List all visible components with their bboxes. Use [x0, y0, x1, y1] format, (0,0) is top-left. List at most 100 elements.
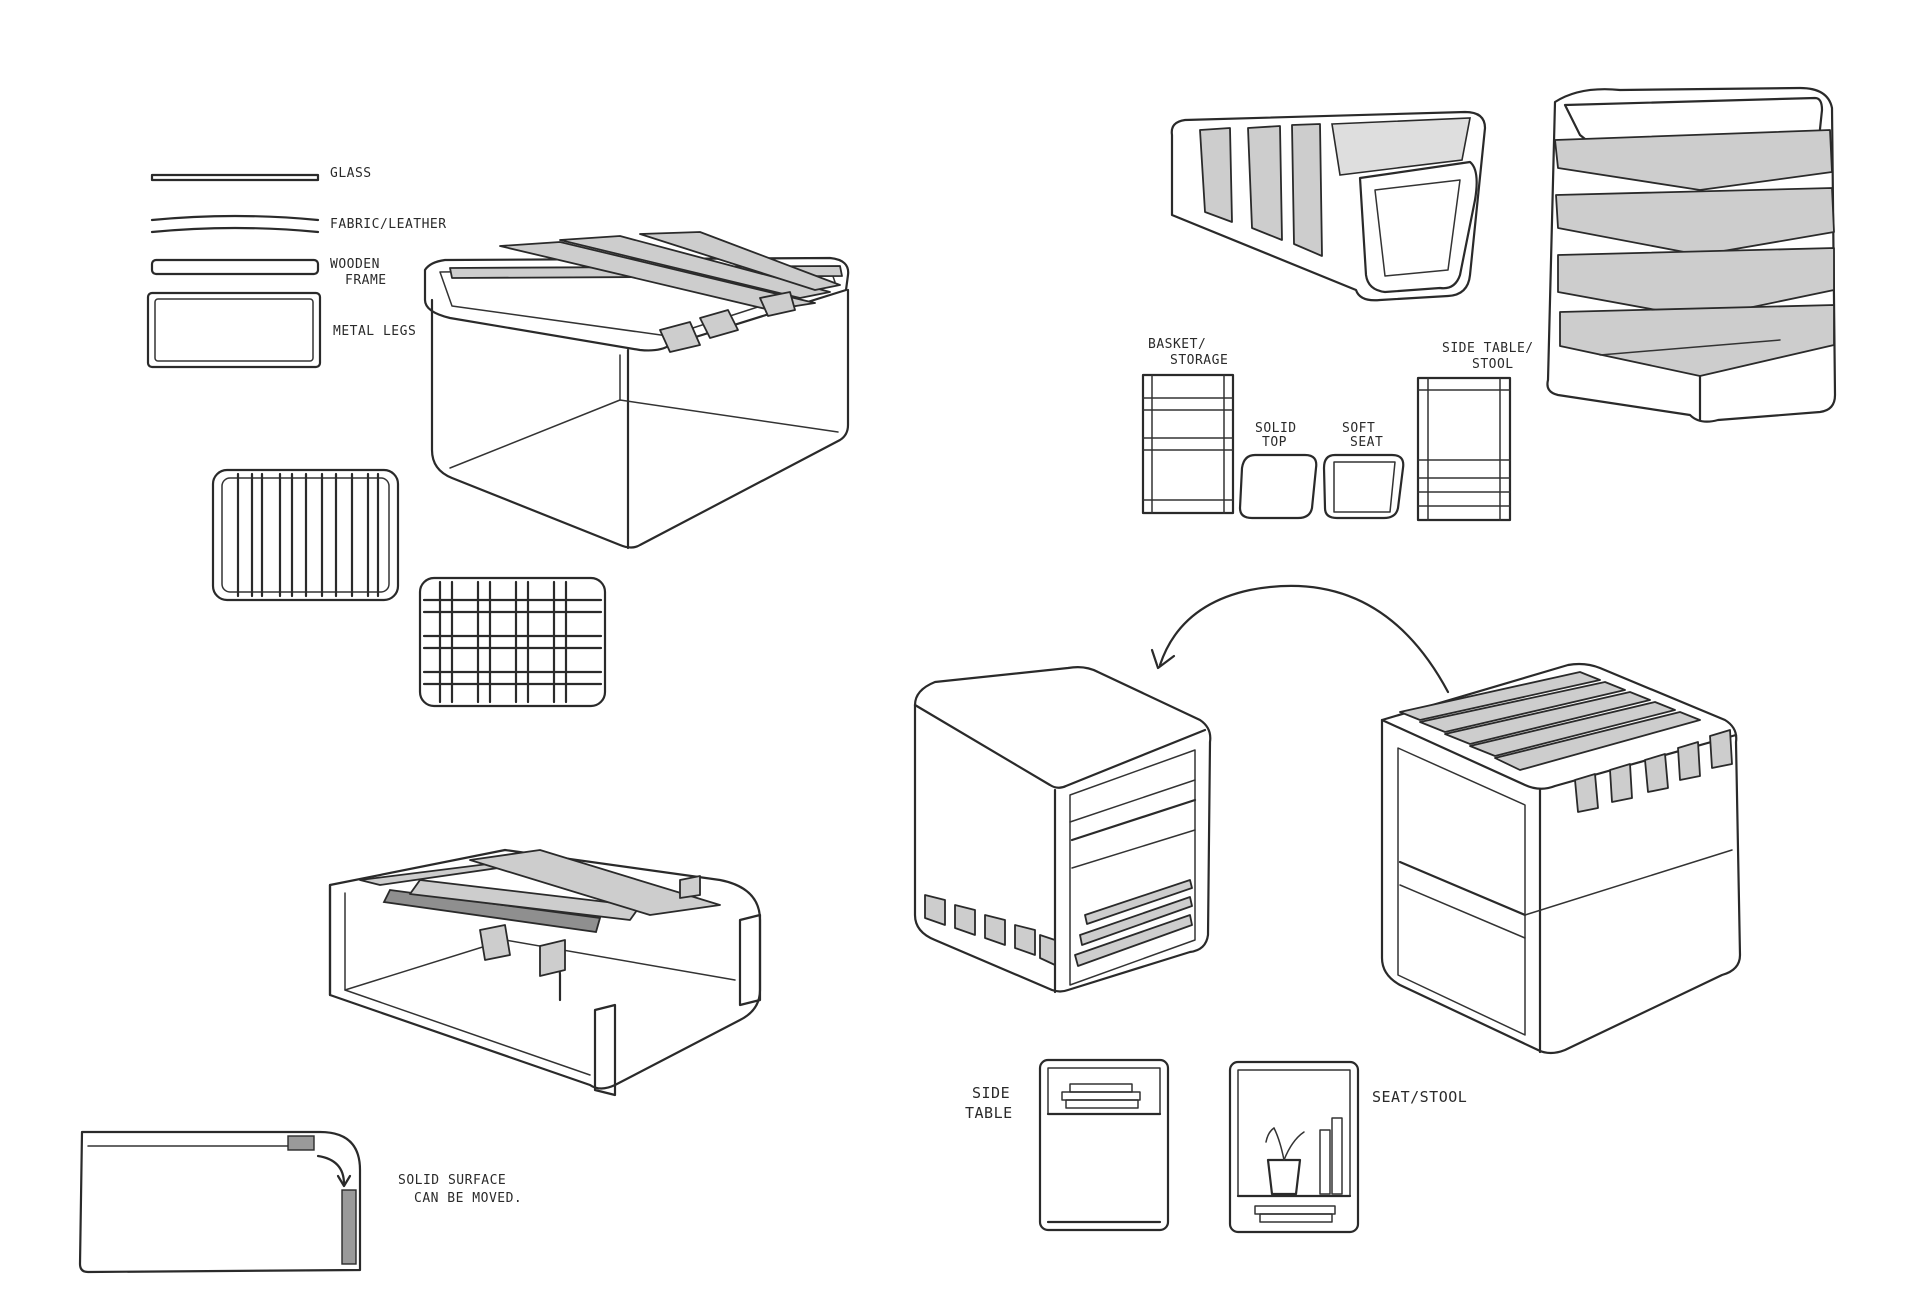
- legend-fabric-swatch-bottom: [150, 226, 320, 234]
- legend-metal-swatch-inner: [154, 298, 314, 362]
- tall-stool-strap: [1554, 129, 1833, 191]
- cube-strap-tab: [1014, 924, 1036, 956]
- cube-floor-strap: [1079, 896, 1193, 946]
- variant-elevations: BASKET/ STORAGE SOLID TOP SOFT SEAT SIDE…: [1141, 337, 1534, 522]
- cube-stool-strap: [1494, 711, 1701, 771]
- coffee-table-strap: [639, 231, 841, 291]
- book: [1259, 1213, 1333, 1223]
- cube-side-table-outline: [913, 666, 1212, 993]
- ottoman-strap: [1291, 123, 1323, 257]
- solid-surface-arrow: [316, 1154, 346, 1186]
- soft-seat-note-1: SOFT: [1342, 421, 1375, 436]
- cube-stool-strap-tab: [1709, 729, 1733, 769]
- solid-surface-hatch-top: [287, 1135, 315, 1151]
- coffee-table-wire-frame: [430, 288, 850, 549]
- plant-stem: [1283, 1131, 1305, 1161]
- cube-stool-shelf-lower: [1399, 884, 1526, 939]
- soft-seat-elevation: [1322, 453, 1405, 520]
- cube-floor-strap: [1074, 914, 1193, 967]
- side-table-elevation: [1038, 1058, 1170, 1232]
- legend-wood-label-1: WOODEN: [330, 257, 380, 272]
- material-legend: GLASS FABRIC/LEATHER WOODEN FRAME METAL …: [146, 166, 446, 369]
- basket-elevation: [1141, 373, 1235, 515]
- book: [1254, 1205, 1336, 1215]
- cube-stool-shelf-front: [1398, 860, 1527, 917]
- ottoman-lying-outline: [1170, 110, 1487, 302]
- ottoman-lying-sketch: [1170, 110, 1487, 302]
- cube-stool-strap-tab: [1574, 773, 1599, 813]
- cube-side-table-top-edge: [913, 703, 1207, 789]
- side-stool-note-2: STOOL: [1472, 357, 1514, 372]
- plant-pot: [1266, 1158, 1302, 1196]
- bench-side-panel: [738, 913, 762, 1007]
- cube-side-table-opening: [1069, 749, 1196, 986]
- legend-fabric-swatch-top: [150, 214, 320, 222]
- legend-wood-label-2: FRAME: [345, 273, 387, 288]
- side-table-compartment: [1047, 1067, 1161, 1115]
- ottoman-strap: [1247, 125, 1283, 241]
- solid-surface-arrowhead: [336, 1174, 352, 1188]
- cube-side-table-shelf-lower: [1071, 829, 1196, 869]
- book-upright: [1331, 1117, 1343, 1195]
- side-table-note-1: SIDE: [972, 1084, 1010, 1102]
- tall-stool-strap: [1559, 304, 1835, 377]
- bench-strap-end: [539, 939, 566, 977]
- tall-stool-shelf: [1599, 339, 1781, 356]
- cube-floor-strap: [1084, 879, 1193, 925]
- cube-stool-strap: [1444, 691, 1651, 745]
- book: [1061, 1091, 1141, 1101]
- cube-stool-strap: [1399, 671, 1601, 721]
- cube-strap-tab: [984, 914, 1006, 946]
- cube-stool-strap-tab: [1609, 763, 1633, 803]
- cube-strap-tab: [954, 904, 976, 936]
- coffee-table-strap: [559, 235, 831, 299]
- coffee-table-strap: [499, 241, 816, 311]
- rotation-arrowhead: [1150, 648, 1176, 670]
- cube-stool-strap: [1419, 681, 1626, 733]
- pattern-swatch-woven: [418, 576, 607, 708]
- cube-stool-sketch: [1380, 662, 1742, 1055]
- plant-stem: [1273, 1127, 1285, 1161]
- rotation-arrow: [1150, 584, 1450, 694]
- legend-metal-label: METAL LEGS: [333, 324, 416, 339]
- cube-stool-outline: [1380, 662, 1742, 1055]
- cube-stool-shelf-back: [1524, 849, 1733, 916]
- book: [1069, 1083, 1133, 1093]
- coffee-table-base-back: [449, 399, 839, 469]
- basket-note-1: BASKET/: [1148, 337, 1206, 352]
- coffee-table-top-frame: [423, 256, 850, 352]
- cube-side-table-shelf-back: [1069, 779, 1196, 823]
- solid-top-note-2: TOP: [1262, 435, 1287, 450]
- front-elevations: SIDE TABLE SEAT/STOOL: [965, 1058, 1467, 1234]
- solid-surface-outline: [78, 1130, 362, 1274]
- legend-wood-swatch: [150, 258, 320, 276]
- soft-seat-inner: [1333, 461, 1396, 513]
- seat-stool-elevation: [1228, 1060, 1360, 1234]
- pattern-swatch-vertical: [211, 468, 400, 602]
- woven-swatch-frame: [418, 576, 607, 708]
- solid-surface-note-2: CAN BE MOVED.: [414, 1191, 522, 1206]
- solid-surface-hatch-side: [341, 1189, 357, 1265]
- solid-top-elevation: [1238, 453, 1318, 520]
- bench-outline: [328, 848, 762, 1090]
- cube-stool-strap: [1469, 701, 1676, 757]
- cube-stool-strap-tab: [1677, 741, 1701, 781]
- side-stool-note-1: SIDE TABLE/: [1442, 341, 1534, 356]
- bench-strap-end: [679, 875, 701, 899]
- seat-stool-compartment: [1237, 1069, 1351, 1197]
- tall-stool-strap: [1557, 247, 1835, 319]
- ottoman-strap-wide: [1331, 117, 1471, 176]
- ottoman-end-inner: [1374, 179, 1461, 277]
- bench-strap: [409, 879, 641, 921]
- cube-strap-tab: [924, 894, 946, 926]
- bench-strap: [469, 849, 721, 916]
- book-upright: [1319, 1129, 1331, 1195]
- solid-surface-detail: SOLID SURFACE CAN BE MOVED.: [78, 1130, 522, 1274]
- cube-strap-tab: [1039, 934, 1056, 966]
- solid-top-note-1: SOLID: [1255, 421, 1297, 436]
- plant-leaf: [1265, 1127, 1275, 1143]
- ottoman-end-face: [1358, 160, 1478, 294]
- tall-stool-sketch: [1546, 86, 1837, 423]
